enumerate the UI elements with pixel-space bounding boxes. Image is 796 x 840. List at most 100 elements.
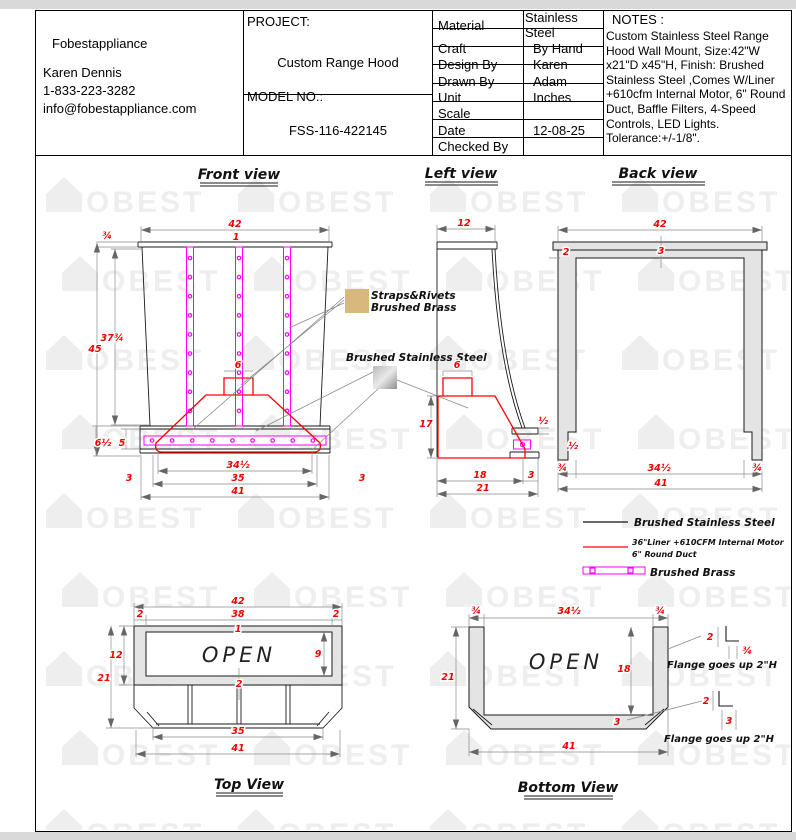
flange-note-top: Flange goes up 2"H [667, 660, 778, 671]
dim-bottom-overall-w: 41 [561, 741, 575, 752]
company-name: Fobestappliance [52, 36, 148, 51]
left-view: Left view 12 6 17 ½ 18 3 21 [418, 166, 550, 498]
dim-left-liner-h: 17 [419, 419, 433, 430]
dim-flange-bottom-w: 3 [726, 716, 733, 727]
spec-row-date: Date 12-08-25 [433, 122, 603, 138]
dim-back-width: 42 [652, 219, 667, 230]
dim-left-lip: ½ [538, 416, 548, 427]
dim-front-band: 6½ [95, 438, 112, 449]
dim-front-off-right: 3 [359, 473, 366, 484]
contact-phone: 1-833-223-3282 [43, 83, 136, 98]
contact-email: info@fobestappliance.com [43, 101, 197, 116]
dim-front-height: 45 [87, 344, 102, 355]
notes-text: Custom Stainless Steel Range Hood Wall M… [606, 29, 786, 146]
spec-label: Craft [438, 40, 467, 56]
dim-left-depth: 12 [457, 218, 471, 229]
brass-swatch [345, 289, 369, 313]
spec-row-material: Material Stainless Steel [433, 10, 603, 40]
notes-block: NOTES : Custom Stainless Steel Range Hoo… [606, 12, 790, 146]
open-label-top: OPEN [202, 643, 276, 667]
spec-label: Date [438, 122, 466, 138]
dim-front-crown-h: ¾ [102, 231, 112, 242]
dim-left-overall-d: 21 [476, 483, 489, 494]
legend-brass-strap [582, 566, 646, 575]
flange-detail-bottom: 2 3 Flange goes up 2"H [626, 691, 775, 745]
spec-row-scale: Scale [433, 106, 603, 122]
steel-leaders [255, 371, 469, 451]
bottom-view-label: Bottom View [518, 780, 619, 796]
legend-brass-label: Brushed Brass [650, 567, 735, 579]
front-view-label: Front view [198, 167, 281, 183]
left-view-label: Left view [425, 166, 497, 182]
spec-label: Drawn By [438, 73, 495, 89]
model-value: FSS-116-422145 [288, 123, 388, 138]
brass-leaders [191, 296, 345, 431]
steel-swatch [373, 366, 397, 389]
bottom-view: OPEN ¾ 34½ ¾ 21 18 3 41 Bottom View [440, 605, 669, 800]
steel-label: Brushed Stainless Steel [346, 352, 487, 364]
back-view-underline [612, 181, 705, 186]
top-canopy [133, 685, 343, 729]
dim-bottom-bar: 3 [614, 717, 621, 728]
spec-value: Adam [533, 73, 567, 89]
dim-back-notch: ½ [568, 441, 578, 452]
top-view-underline [216, 792, 283, 797]
dim-front-width: 42 [227, 219, 242, 230]
back-view: Back view 42 2 3 ½ ¾ 34½ ¾ 41 [549, 166, 768, 493]
top-view: OPEN 42 2 38 2 1 12 9 21 2 35 41 Top Vie… [96, 595, 343, 797]
back-view-label: Back view [619, 166, 698, 182]
straps-label-line1: Straps&Rivets [371, 290, 456, 302]
flange-bottom-profile [718, 691, 733, 707]
left-liner [437, 377, 526, 459]
watermark-field [36, 161, 791, 830]
dim-bottom-leg-left: ¾ [471, 606, 481, 617]
spec-value: Karen [533, 57, 568, 73]
dim-front-body-h: 37¾ [100, 333, 123, 344]
contact-name: Karen Dennis [43, 65, 122, 80]
spec-row-checked-by: Checked By [433, 139, 603, 155]
spec-row-design-by: Design By Karen [433, 56, 603, 72]
dim-front-crown: 1 [233, 232, 240, 243]
dim-back-bar: 3 [658, 246, 665, 257]
dim-front-opening: 35 [231, 473, 245, 484]
spec-value: By Hand [533, 40, 583, 56]
spec-label: Design By [438, 57, 498, 73]
dim-left-off: 3 [528, 470, 535, 481]
left-view-underline [425, 181, 498, 186]
spec-value: Inches [533, 89, 572, 105]
sheet-border [35, 10, 792, 832]
top-view-label: Top View [214, 777, 284, 793]
dim-front-duct: 6 [235, 360, 242, 371]
dim-bottom-inner-d: 18 [617, 664, 631, 675]
flange-top-width-ticks [728, 646, 738, 659]
front-liner [154, 377, 322, 453]
dim-back-leg-right: ¾ [752, 463, 762, 474]
spec-row-drawn-by: Drawn By Adam [433, 73, 603, 89]
brass-straps-front [143, 246, 327, 446]
legend-liner-label-2: 6" Round Duct [632, 550, 698, 559]
dim-top-width: 42 [230, 596, 245, 607]
dim-left-duct: 6 [454, 360, 461, 371]
dim-left-liner-d: 18 [473, 470, 487, 481]
dim-top-overall-w: 41 [230, 743, 244, 754]
project-label: PROJECT: [247, 14, 310, 29]
dim-flange-bottom-h: 2 [703, 696, 710, 707]
spec-value: 12-08-25 [533, 122, 586, 138]
straps-label-line2: Brushed Brass [371, 302, 456, 314]
legend: Brushed Stainless Steel 36"Liner +610CFM… [582, 517, 785, 579]
dim-back-lip: 2 [563, 247, 570, 258]
dim-top-inner-w: 38 [231, 609, 245, 620]
dim-back-inner: 34½ [647, 463, 670, 474]
top-margin-strip [0, 0, 796, 9]
legend-liner-label-1: 36"Liner +610CFM Internal Motor [632, 538, 785, 547]
spec-row-unit: Unit Inches [433, 89, 603, 105]
dim-flange-top-w: ¾ [742, 646, 752, 657]
dim-back-overall: 41 [653, 478, 667, 489]
front-extension-lines [92, 226, 330, 500]
dim-top-outer-d: 12 [109, 650, 123, 661]
dim-bottom-overall-d: 21 [441, 672, 454, 683]
dim-top-wall-right: 2 [333, 609, 340, 620]
flange-top-profile [725, 626, 739, 642]
